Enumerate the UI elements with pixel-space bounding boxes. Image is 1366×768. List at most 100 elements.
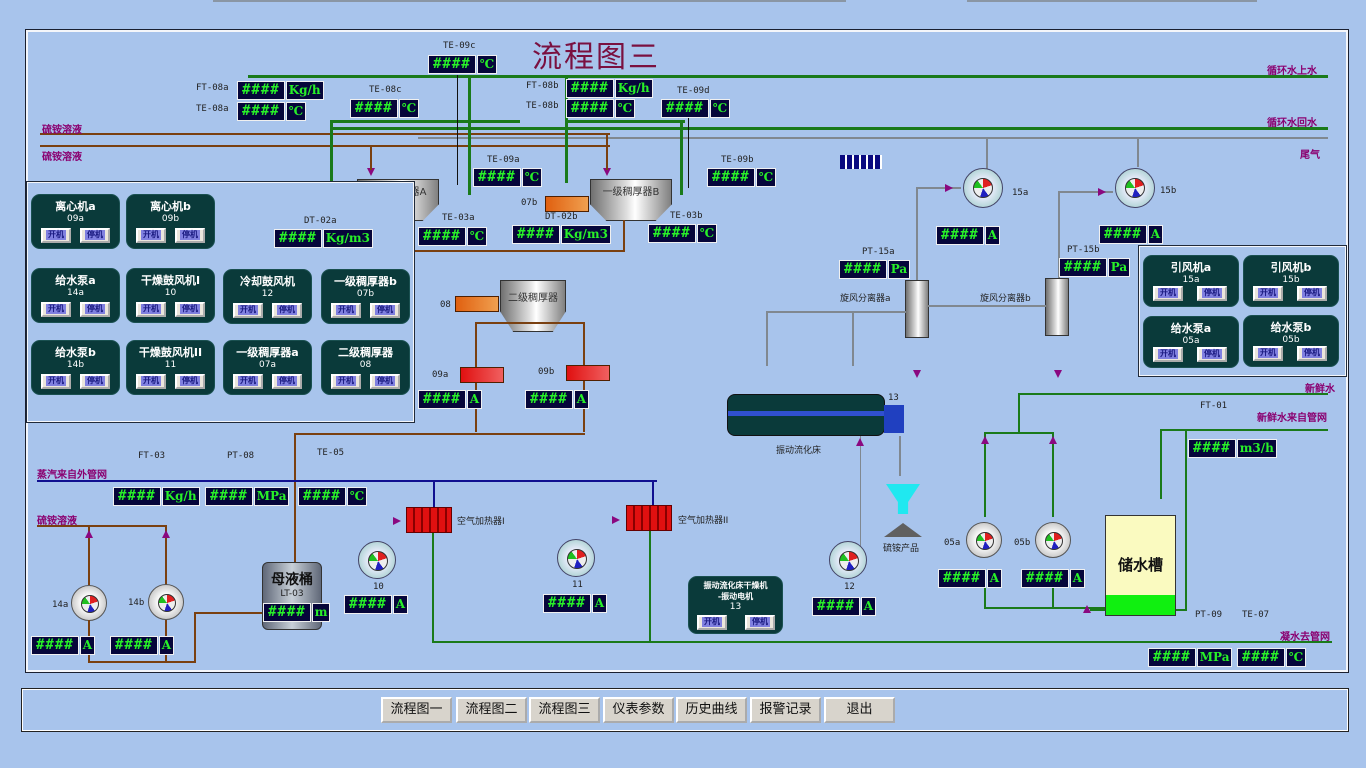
air-heater-1[interactable] bbox=[406, 507, 452, 533]
tag-te08a: TE-08a bbox=[196, 104, 229, 114]
pipe-seg bbox=[928, 305, 1046, 307]
display-unit: A bbox=[986, 569, 1003, 588]
start-button[interactable]: 开机 bbox=[331, 374, 361, 389]
start-button[interactable]: 开机 bbox=[233, 303, 263, 318]
tag-ft03: FT-03 bbox=[138, 451, 166, 461]
thickener-b[interactable]: 一级稠厚器B bbox=[590, 179, 672, 221]
stop-button[interactable]: 停机 bbox=[1297, 346, 1327, 361]
centrifuge-09a[interactable] bbox=[460, 367, 504, 383]
stop-button[interactable]: 停机 bbox=[745, 615, 775, 630]
pump-14b[interactable] bbox=[148, 584, 184, 620]
card-code: 15a bbox=[1182, 275, 1200, 285]
thickener-2[interactable]: 二级稠厚器 bbox=[500, 280, 566, 332]
stop-button[interactable]: 停机 bbox=[370, 303, 400, 318]
start-button[interactable]: 开机 bbox=[41, 374, 71, 389]
start-button[interactable]: 开机 bbox=[1253, 286, 1283, 301]
cooling-fan-12[interactable] bbox=[829, 541, 867, 579]
nav-button[interactable]: 报警记录 bbox=[750, 697, 821, 723]
cyclone-a[interactable] bbox=[905, 280, 929, 338]
cyclone-b[interactable] bbox=[1045, 278, 1069, 336]
stop-button[interactable]: 停机 bbox=[1297, 286, 1327, 301]
tag-ft08b: FT-08b bbox=[526, 81, 559, 91]
flow-arrow bbox=[367, 168, 375, 176]
nav-button[interactable]: 流程图二 bbox=[456, 697, 527, 723]
motor-07b[interactable] bbox=[545, 196, 589, 212]
start-button[interactable]: 开机 bbox=[41, 228, 71, 243]
induced-fan-15a[interactable] bbox=[963, 168, 1003, 208]
water-tank-label: 储水槽 bbox=[1117, 556, 1163, 574]
nav-button[interactable]: 历史曲线 bbox=[676, 697, 747, 723]
display-unit: A bbox=[1069, 569, 1086, 588]
card-code: 09a bbox=[67, 214, 84, 224]
centrifuge-09b[interactable] bbox=[566, 365, 610, 381]
dryer-fan-10[interactable] bbox=[358, 541, 396, 579]
pipe-seg bbox=[1160, 429, 1162, 499]
nav-button[interactable]: 流程图一 bbox=[381, 697, 452, 723]
label-condensate: 凝水去管网 bbox=[1280, 632, 1330, 643]
card-code: 14a bbox=[67, 288, 84, 298]
display-ft08a: ####Kg/h bbox=[237, 81, 324, 100]
pump-05b[interactable] bbox=[1035, 522, 1071, 558]
pipe-seg bbox=[766, 311, 906, 313]
start-button[interactable]: 开机 bbox=[1153, 347, 1183, 362]
pipe-condensate bbox=[432, 641, 1332, 643]
card-name: 引风机b bbox=[1270, 261, 1312, 274]
tag-pt08: PT-08 bbox=[227, 451, 255, 461]
stop-button[interactable]: 停机 bbox=[1197, 286, 1227, 301]
stop-button[interactable]: 停机 bbox=[272, 303, 302, 318]
water-storage-tank[interactable]: 储水槽 bbox=[1105, 515, 1176, 616]
start-button[interactable]: 开机 bbox=[136, 228, 166, 243]
card-code: 05b bbox=[1282, 335, 1300, 345]
display-unit: ℃ bbox=[398, 99, 420, 118]
start-button[interactable]: 开机 bbox=[41, 302, 71, 317]
stop-button[interactable]: 停机 bbox=[370, 374, 400, 389]
start-button[interactable]: 开机 bbox=[233, 374, 263, 389]
start-button[interactable]: 开机 bbox=[697, 615, 727, 630]
induced-fan-15b[interactable] bbox=[1115, 168, 1155, 208]
stop-button[interactable]: 停机 bbox=[80, 374, 110, 389]
nav-button[interactable]: 流程图三 bbox=[529, 697, 600, 723]
nav-button[interactable]: 仪表参数 bbox=[603, 697, 674, 723]
display-unit: A bbox=[984, 226, 1001, 245]
product-label: 硫铵产品 bbox=[883, 544, 920, 554]
display-dt02b: ####Kg/m3 bbox=[512, 225, 611, 244]
tag-pt15a: PT-15a bbox=[862, 247, 895, 257]
card-name: 引风机a bbox=[1170, 261, 1212, 274]
dryer-fan-11[interactable] bbox=[557, 539, 595, 577]
fluid-bed-motor[interactable] bbox=[884, 405, 904, 433]
start-button[interactable]: 开机 bbox=[136, 374, 166, 389]
stop-button[interactable]: 停机 bbox=[175, 374, 205, 389]
nav-button[interactable]: 退出 bbox=[824, 697, 895, 723]
stop-button[interactable]: 停机 bbox=[1197, 347, 1227, 362]
display-unit: m bbox=[311, 603, 331, 622]
air-heater-2[interactable] bbox=[626, 505, 672, 531]
start-button[interactable]: 开机 bbox=[1253, 346, 1283, 361]
stop-button[interactable]: 停机 bbox=[175, 302, 205, 317]
display-pt09: ####MPa bbox=[1148, 648, 1233, 667]
top-field-1 bbox=[213, 0, 846, 2]
pump-05a[interactable] bbox=[966, 522, 1002, 558]
stop-button[interactable]: 停机 bbox=[175, 228, 205, 243]
tag-ft01: FT-01 bbox=[1200, 401, 1228, 411]
stop-button[interactable]: 停机 bbox=[80, 302, 110, 317]
motor-08[interactable] bbox=[455, 296, 499, 312]
pipe-seg bbox=[649, 531, 651, 643]
start-button[interactable]: 开机 bbox=[136, 302, 166, 317]
card-name: 离心机a bbox=[55, 200, 96, 213]
start-button[interactable]: 开机 bbox=[331, 303, 361, 318]
display-p14a: ####A bbox=[31, 636, 96, 655]
stop-button[interactable]: 停机 bbox=[80, 228, 110, 243]
display-unit: A bbox=[392, 595, 409, 614]
display-unit: Kg/m3 bbox=[560, 225, 611, 244]
pump-14a[interactable] bbox=[71, 585, 107, 621]
fluid-bed[interactable] bbox=[727, 394, 886, 436]
stop-button[interactable]: 停机 bbox=[272, 374, 302, 389]
flow-arrow bbox=[913, 370, 921, 378]
start-button[interactable]: 开机 bbox=[1153, 286, 1183, 301]
card-name: 二级稠厚器 bbox=[338, 346, 393, 359]
flow-arrow bbox=[85, 530, 93, 538]
page-title: 流程图三 bbox=[532, 40, 660, 75]
